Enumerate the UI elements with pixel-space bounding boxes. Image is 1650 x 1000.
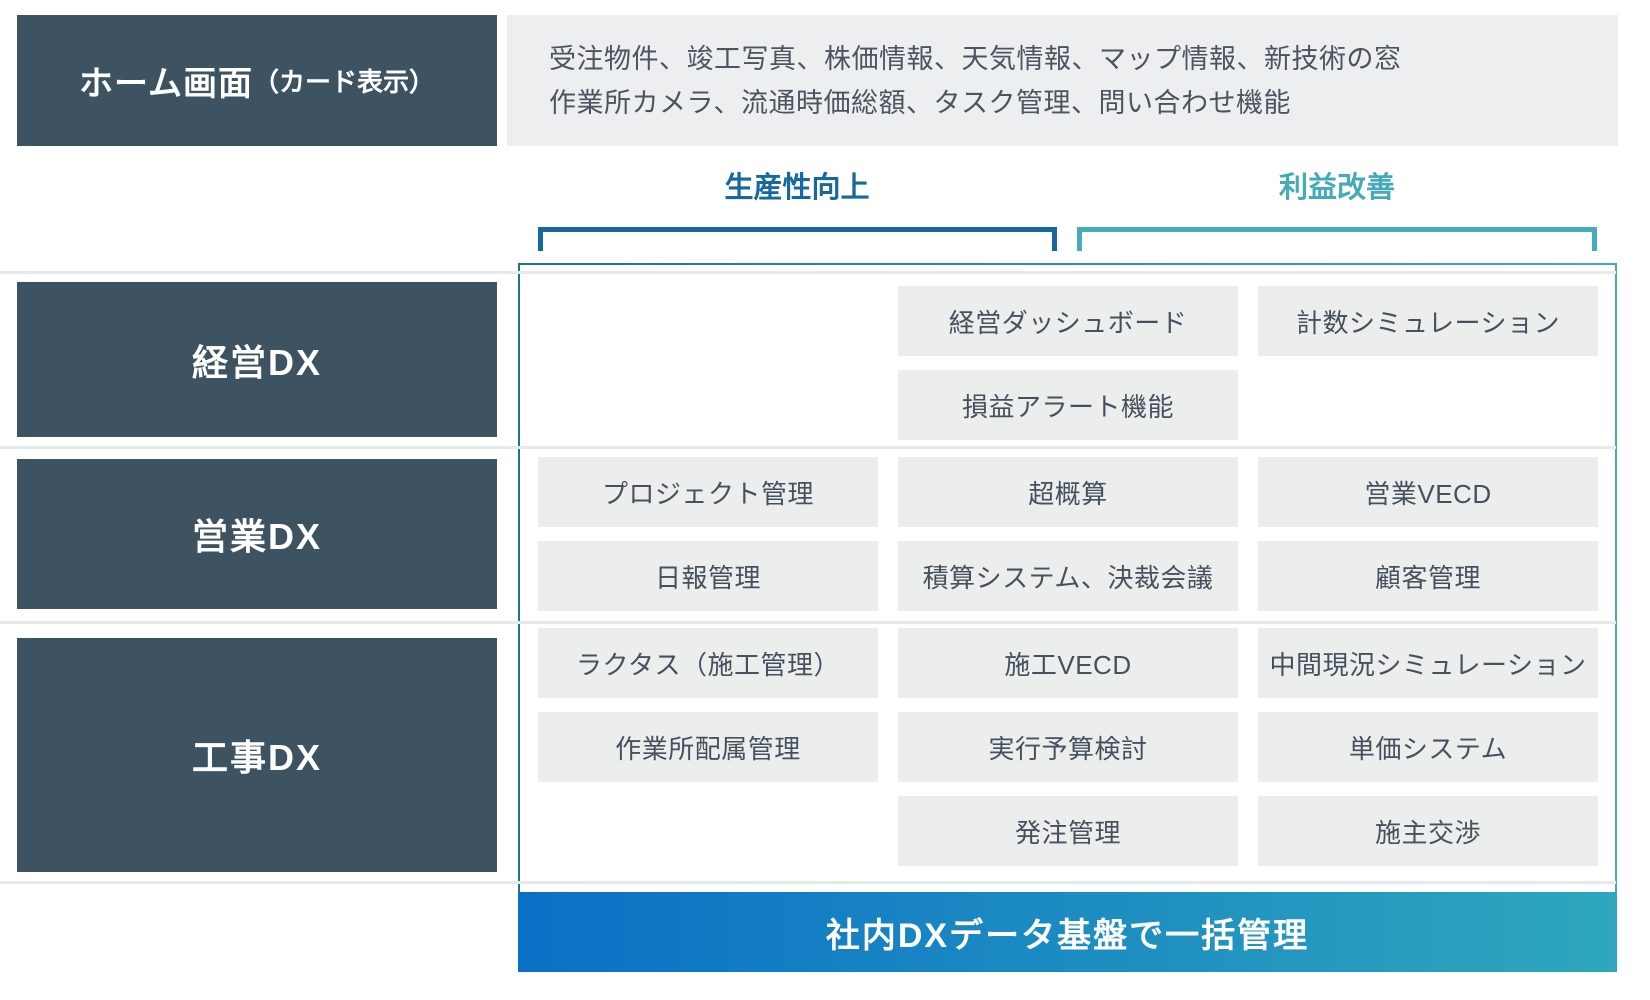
row-divider [0, 881, 1616, 884]
bracket-profit [1077, 227, 1597, 251]
feature-cell: 顧客管理 [1258, 541, 1598, 611]
row-label-sales-dx: 営業DX [17, 459, 497, 609]
feature-cell: 損益アラート機能 [898, 370, 1238, 440]
feature-cell: 積算システム、決裁会議 [898, 541, 1238, 611]
data-platform-banner: 社内DXデータ基盤で一括管理 [518, 892, 1617, 972]
feature-cell: 営業VECD [1258, 457, 1598, 527]
feature-cell: 超概算 [898, 457, 1238, 527]
feature-cell: 中間現況シミュレーション [1258, 628, 1598, 698]
feature-cell: 施主交渉 [1258, 796, 1598, 866]
feature-cell: プロジェクト管理 [538, 457, 878, 527]
feature-cell: 計数シミュレーション [1258, 286, 1598, 356]
home-features-box: 受注物件、竣工写真、株価情報、天気情報、マップ情報、新技術の窓 作業所カメラ、流… [507, 15, 1618, 146]
bracket-productivity [538, 227, 1057, 251]
row-label-construction-dx: 工事DX [17, 638, 497, 872]
group-label-productivity: 生産性向上 [724, 172, 870, 204]
row-divider [0, 271, 1616, 274]
feature-cell: 実行予算検討 [898, 712, 1238, 782]
feature-cell: 発注管理 [898, 796, 1238, 866]
row-divider [0, 446, 1616, 449]
feature-cell: 単価システム [1258, 712, 1598, 782]
row-label-management-dx: 経営DX [17, 282, 497, 437]
home-screen-box: ホーム画面（カード表示） [17, 15, 497, 146]
feature-cell: 経営ダッシュボード [898, 286, 1238, 356]
home-screen-subtitle: （カード表示） [252, 67, 435, 97]
home-features-line-1: 受注物件、竣工写真、株価情報、天気情報、マップ情報、新技術の窓 [549, 43, 1402, 74]
feature-cell: 日報管理 [538, 541, 878, 611]
feature-cell: 施工VECD [898, 628, 1238, 698]
home-screen-title: ホーム画面 [79, 65, 253, 103]
row-divider [0, 621, 1616, 624]
home-features-line-2: 作業所カメラ、流通時価総額、タスク管理、問い合わせ機能 [549, 87, 1291, 118]
feature-cell: ラクタス（施工管理） [538, 628, 878, 698]
group-label-profit: 利益改善 [1278, 172, 1395, 204]
feature-cell: 作業所配属管理 [538, 712, 878, 782]
